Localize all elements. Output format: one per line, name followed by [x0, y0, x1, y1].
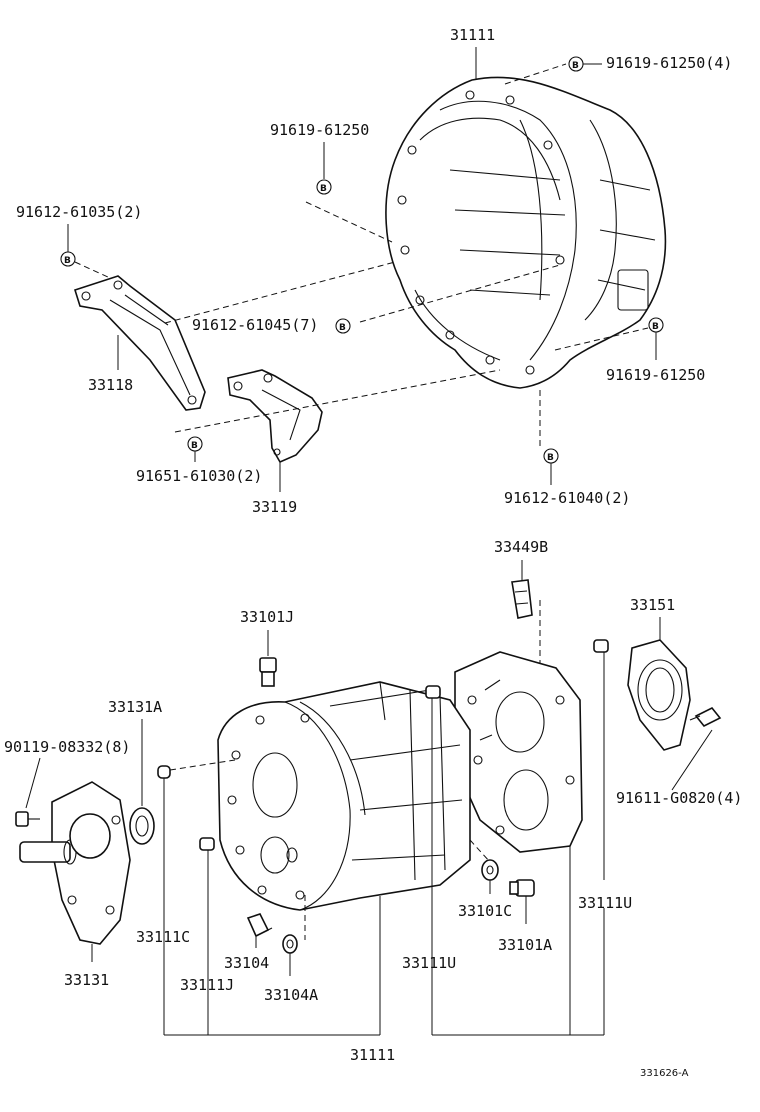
clutch-housing-31111 — [385, 76, 667, 389]
label-33449B: 33449B — [494, 538, 548, 556]
bolt-91611-G0820 — [689, 706, 722, 728]
cover-33151 — [627, 639, 691, 751]
label-91619-61250-right: 91619-61250 — [606, 366, 705, 384]
label-91619-61250-4: 91619-61250(4) — [606, 54, 732, 72]
label-33111U-middle: 33111U — [402, 954, 456, 972]
label-91619-61250-upper: 91619-61250 — [270, 121, 369, 139]
label-33111C: 33111C — [136, 928, 190, 946]
label-33101A: 33101A — [498, 936, 552, 954]
bracket-33119 — [227, 369, 323, 464]
label-91612-61045-7: 91612-61045(7) — [192, 316, 318, 334]
label-90119-08332-8: 90119-08332(8) — [4, 738, 130, 756]
intermediate-plate — [454, 651, 583, 853]
label-33111J: 33111J — [180, 976, 234, 994]
dowel-pin — [157, 765, 171, 779]
front-cover-33131 — [19, 781, 131, 945]
bolt-marker-b: B — [187, 436, 203, 452]
label-33104: 33104 — [224, 954, 269, 972]
label-33101C: 33101C — [458, 902, 512, 920]
bolt-90119-08332 — [15, 811, 40, 827]
label-33118: 33118 — [88, 376, 133, 394]
label-33119: 33119 — [252, 498, 297, 516]
transmission-case — [217, 681, 471, 911]
bolt-marker-b: B — [648, 317, 664, 333]
dowel-pin — [425, 685, 441, 699]
label-31111-bottom: 31111 — [350, 1046, 395, 1064]
svg-text:B: B — [339, 323, 346, 333]
svg-text:B: B — [320, 184, 327, 194]
clip-33449B — [511, 579, 533, 619]
oil-seal-33131A — [129, 807, 155, 845]
svg-text:B: B — [652, 322, 659, 332]
plug-33104 — [246, 913, 273, 938]
drawing-number: 331626-A — [640, 1068, 689, 1079]
label-91612-61040-2: 91612-61040(2) — [504, 489, 630, 507]
label-91651-61030-2: 91651-61030(2) — [136, 467, 262, 485]
bolt-marker-b: B — [543, 448, 559, 464]
label-33151: 33151 — [630, 596, 675, 614]
label-33111U-right: 33111U — [578, 894, 632, 912]
svg-text:B: B — [572, 61, 579, 71]
label-33104A: 33104A — [264, 986, 318, 1004]
bolt-marker-b: B — [568, 56, 584, 72]
gasket-33101C — [481, 859, 499, 881]
bracket-33118 — [74, 275, 206, 411]
svg-text:B: B — [547, 453, 554, 463]
dowel-pin — [593, 639, 609, 653]
label-91611-G0820-4: 91611-G0820(4) — [616, 789, 742, 807]
plug-33101J — [259, 657, 277, 687]
label-91612-61035-2: 91612-61035(2) — [16, 203, 142, 221]
gasket-33104A — [282, 934, 298, 954]
svg-text:B: B — [191, 441, 198, 451]
label-33131: 33131 — [64, 971, 109, 989]
bolt-marker-b: B — [60, 251, 76, 267]
dowel-pin — [199, 837, 215, 851]
label-31111-top: 31111 — [450, 26, 495, 44]
bolt-marker-b: B — [335, 318, 351, 334]
plug-33101A — [509, 879, 535, 897]
bolt-marker-b: B — [316, 179, 332, 195]
label-33101J: 33101J — [240, 608, 294, 626]
svg-text:B: B — [64, 256, 71, 266]
label-33131A: 33131A — [108, 698, 162, 716]
